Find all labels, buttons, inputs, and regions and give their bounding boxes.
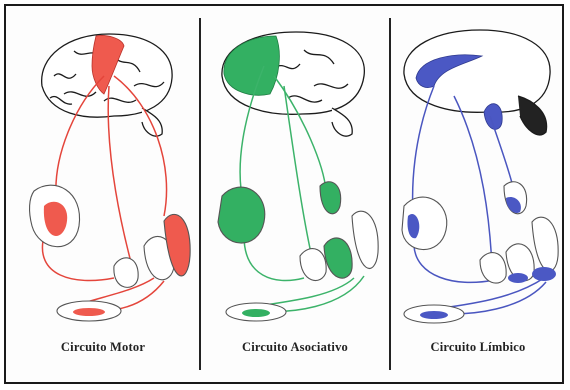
divider-right — [389, 18, 391, 370]
limbic-circuit-panel: Circuito Límbico — [394, 16, 562, 371]
associative-circuit-panel: Circuito Asociativo — [204, 16, 386, 371]
motor-circuit-caption: Circuito Motor — [14, 340, 192, 355]
prefrontal-highlight — [224, 36, 279, 95]
associative-circuit-diagram — [204, 16, 386, 336]
motor-circuit-panel: Circuito Motor — [14, 16, 192, 371]
limbic-circuit-diagram — [394, 16, 562, 336]
limbic-circuit-caption: Circuito Límbico — [394, 340, 562, 355]
divider-left — [199, 18, 201, 370]
figure-frame: Circuito Motor — [4, 4, 564, 384]
motor-circuit-diagram — [14, 16, 192, 336]
associative-circuit-caption: Circuito Asociativo — [204, 340, 386, 355]
